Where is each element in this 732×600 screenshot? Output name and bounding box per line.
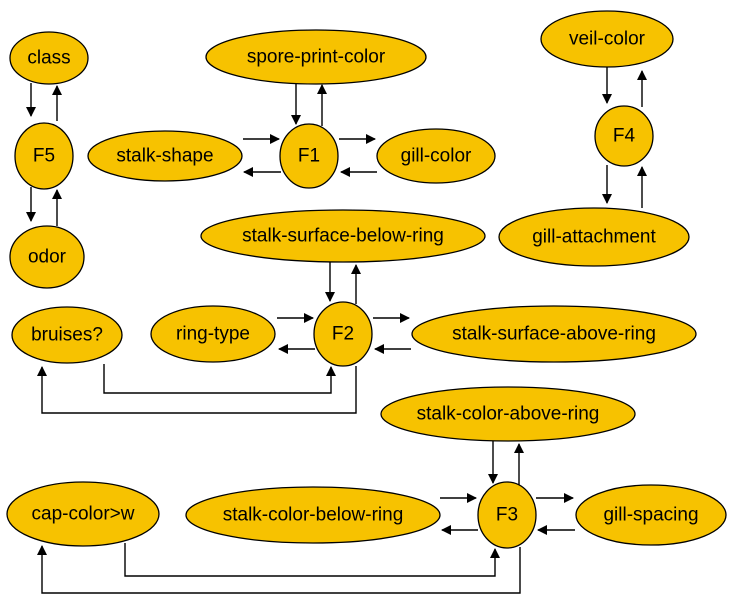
node-bruises: bruises?: [11, 306, 123, 364]
node-stalk-color-above-ring: stalk-color-above-ring: [380, 386, 636, 442]
node-label-f2: F2: [332, 324, 354, 345]
edge-f3-to-cap-color: [37, 545, 521, 594]
node-label-bruises: bruises?: [31, 325, 103, 346]
node-label-stalk-surface-below-ring: stalk-surface-below-ring: [242, 226, 444, 247]
node-veil-color: veil-color: [540, 10, 674, 68]
node-label-odor: odor: [28, 247, 67, 268]
node-label-f4: F4: [613, 126, 636, 147]
edges: [26, 67, 647, 594]
node-label-class: class: [27, 48, 70, 69]
node-odor: odor: [9, 225, 85, 289]
node-gill-attachment: gill-attachment: [498, 207, 690, 267]
node-class: class: [9, 31, 89, 85]
node-stalk-surface-above-ring: stalk-surface-above-ring: [411, 305, 697, 363]
node-label-f5: F5: [33, 146, 55, 167]
node-label-f3: F3: [496, 505, 518, 526]
node-f5: F5: [14, 122, 74, 190]
node-gill-color: gill-color: [376, 128, 496, 184]
node-label-stalk-surface-above-ring: stalk-surface-above-ring: [452, 324, 656, 345]
node-label-f1: F1: [298, 146, 320, 167]
node-label-gill-attachment: gill-attachment: [532, 227, 656, 248]
node-label-gill-spacing: gill-spacing: [603, 505, 698, 526]
node-gill-spacing: gill-spacing: [575, 484, 727, 546]
node-cap-color: cap-color>w: [6, 481, 160, 547]
node-label-stalk-color-below-ring: stalk-color-below-ring: [223, 505, 404, 526]
node-f2: F2: [313, 301, 373, 367]
edge-f2-to-bruises: [37, 366, 357, 414]
node-f3: F3: [477, 481, 537, 549]
node-ring-type: ring-type: [150, 305, 276, 363]
edge-cap-color-to-f3: [124, 543, 500, 577]
node-label-spore-print-color: spore-print-color: [247, 47, 386, 68]
node-f4: F4: [594, 105, 654, 167]
edge-bruises-to-f2: [103, 364, 336, 394]
node-label-stalk-color-above-ring: stalk-color-above-ring: [417, 404, 600, 425]
node-stalk-color-below-ring: stalk-color-below-ring: [185, 486, 441, 544]
node-label-ring-type: ring-type: [176, 324, 250, 345]
node-stalk-surface-below-ring: stalk-surface-below-ring: [200, 209, 486, 263]
node-f1: F1: [279, 123, 339, 189]
node-spore-print-color: spore-print-color: [205, 29, 427, 85]
node-label-gill-color: gill-color: [401, 146, 472, 167]
node-stalk-shape: stalk-shape: [87, 130, 243, 182]
node-label-veil-color: veil-color: [569, 29, 646, 50]
node-label-stalk-shape: stalk-shape: [116, 146, 213, 167]
node-label-cap-color: cap-color>w: [32, 504, 135, 525]
